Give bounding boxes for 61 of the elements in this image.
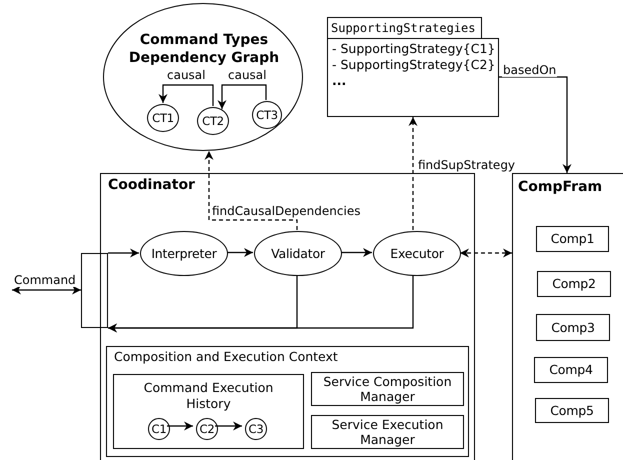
circle-node [147, 104, 179, 132]
edge-label: findSupStrategy [417, 158, 516, 172]
arrow [218, 84, 267, 110]
heading: CompFram [518, 178, 602, 196]
label: C3 [248, 421, 264, 438]
label: CT3 [255, 107, 279, 124]
arrow [341, 248, 372, 257]
arrow [460, 248, 512, 258]
heading: Command Types Dependency Graph [128, 31, 280, 67]
label: Executor [389, 244, 445, 262]
label: Comp5 [549, 402, 595, 420]
circle-node [252, 101, 282, 129]
edge-label: causal [227, 68, 268, 82]
attribute-text: - SupportingStrategy{C2} [332, 58, 496, 72]
arrow [499, 76, 572, 173]
component-frame [512, 173, 623, 460]
ellipse-node [373, 231, 461, 276]
class-header: SupportingStrategies [327, 17, 482, 39]
label: C1 [150, 421, 168, 438]
arrow [108, 274, 414, 332]
label: Composition and Execution Context [114, 350, 338, 364]
history-panel [113, 374, 304, 449]
label: CT1 [151, 110, 175, 127]
heading: Coodinator [108, 176, 195, 194]
label: Comp2 [551, 275, 597, 293]
box-node [534, 357, 608, 383]
arrow [12, 286, 81, 294]
attribute-text: - SupportingStrategy{C1} [332, 42, 496, 56]
arrow [108, 248, 139, 258]
arrow [204, 150, 298, 230]
arrow [167, 422, 193, 430]
label: Service Composition Manager [322, 374, 453, 404]
label: Command Execution History [142, 380, 274, 412]
label: Service Execution Manager [330, 417, 444, 447]
arrow [227, 248, 253, 257]
arrow [215, 422, 242, 430]
box-node [311, 372, 464, 406]
box-node [535, 398, 609, 423]
label: Comp3 [550, 318, 596, 337]
label: Comp1 [550, 230, 596, 248]
box-node [537, 271, 611, 297]
ellipse-node [254, 231, 342, 276]
label: CT2 [201, 113, 225, 130]
edge-label: findCausalDependencies [211, 204, 362, 218]
edge-label: causal [166, 68, 206, 82]
box-node [536, 314, 610, 341]
edge-label: Command [13, 273, 77, 287]
label: C2 [198, 421, 216, 438]
label: Comp4 [548, 361, 594, 379]
arrow [408, 117, 418, 230]
label: Validator [270, 244, 326, 262]
box-node [81, 253, 108, 328]
box-node [536, 226, 609, 252]
label: Interpreter [150, 244, 218, 263]
context-panel [106, 346, 469, 457]
attribute-text: ... [332, 74, 346, 88]
box-node [311, 415, 464, 449]
edge-label: basedOn [502, 63, 558, 77]
circle-node [197, 107, 229, 135]
ellipse-node [140, 231, 228, 276]
arrow [158, 84, 214, 106]
